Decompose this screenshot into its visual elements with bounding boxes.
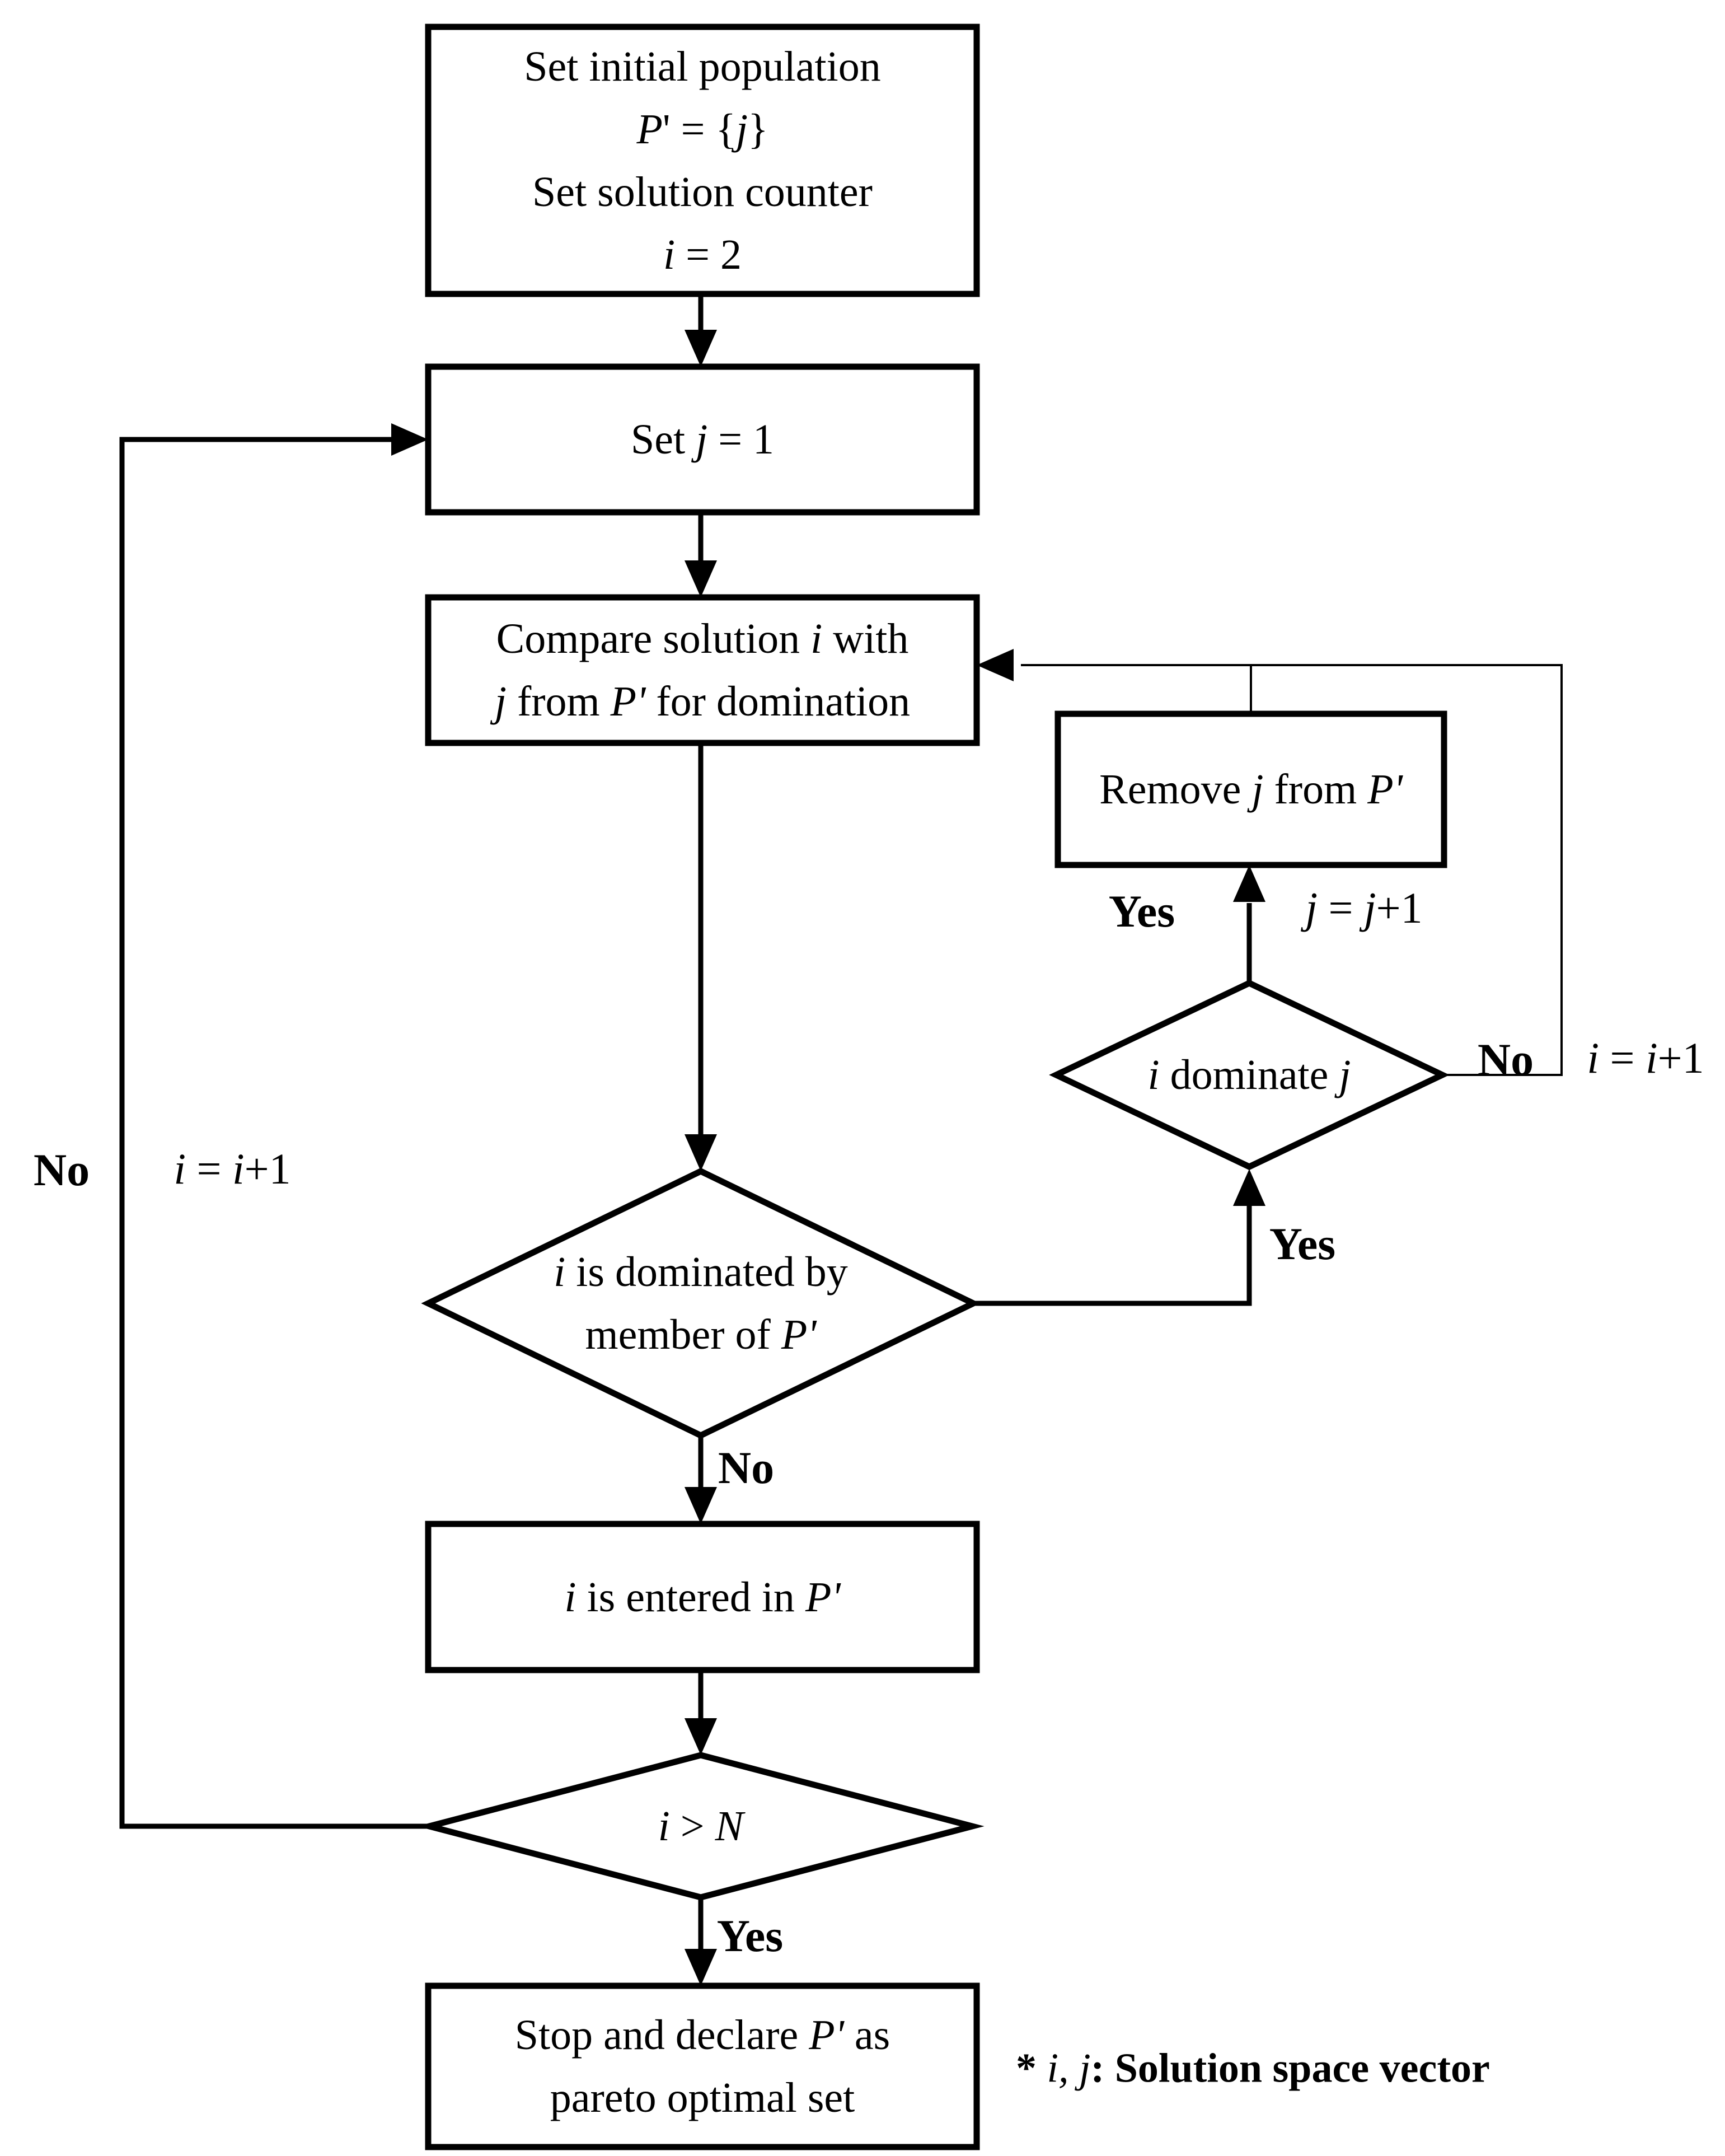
dominate-diamond-line: i dominate j [1147, 1051, 1351, 1098]
set-j-box: Set j = 1 [428, 367, 977, 512]
dominate-diamond: i dominate j [1056, 983, 1442, 1167]
dominated-diamond-line: member of P' [585, 1311, 817, 1358]
check-n-diamond: i > N [429, 1755, 972, 1897]
left-no-loop-line [119, 437, 429, 1829]
arrowhead-into-checkn [685, 1718, 717, 1755]
dominate-diamond-outline [1049, 979, 1450, 1171]
arrowhead-into-compare [685, 560, 717, 597]
no-label-dominated: No [718, 1442, 775, 1493]
stop-box-outline [425, 1982, 980, 2150]
arrowhead-into-stop [685, 1949, 717, 1986]
stop-box: Stop and declare P' as pareto optimal se… [428, 1986, 977, 2147]
yes-label-check-n: Yes [716, 1910, 784, 1961]
arrowhead-into-setj [685, 330, 717, 367]
remove-box-line: Remove j from P' [1099, 766, 1403, 813]
arrowhead-into-entered [685, 1487, 717, 1524]
compare-box: Compare solution i with j from P' for do… [428, 597, 977, 743]
i-increment-right-label: i = i+1 [1587, 1033, 1704, 1082]
arrowhead-into-setj-left [391, 423, 428, 456]
start-box-line: i = 2 [663, 231, 742, 278]
start-box-outline [425, 24, 980, 297]
start-box-line: P' = {j} [636, 105, 768, 153]
i-increment-left-label: i = i+1 [174, 1144, 291, 1193]
arrowhead-into-dominated [685, 1134, 717, 1171]
start-box-line: Set solution counter [532, 168, 873, 216]
entered-box: i is entered in P' [428, 1524, 977, 1670]
start-box-line: Set initial population [524, 43, 881, 90]
dominated-diamond: i is dominated by member of P' [428, 1171, 973, 1435]
set-j-box-outline [425, 363, 980, 516]
stop-box-line: pareto optimal set [550, 2074, 855, 2121]
arrowhead-into-remove [1233, 865, 1265, 902]
dominated-yes-elbow-line [973, 1205, 1252, 1306]
j-increment-label: j = j+1 [1305, 883, 1423, 932]
check-n-diamond-line: i > N [658, 1803, 744, 1850]
yes-label-dominated: Yes [1269, 1218, 1336, 1269]
start-box: Set initial population P' = {j} Set solu… [428, 27, 977, 294]
dominated-diamond-line: i is dominated by [554, 1248, 848, 1296]
arrowhead-into-dominate-bottom [1233, 1169, 1265, 1206]
remove-box-outline [1054, 710, 1447, 868]
entered-box-line: i is entered in P' [564, 1573, 841, 1621]
footnote: * i, j: Solution space vector [1016, 2045, 1490, 2092]
no-label-dominate: No [1477, 1034, 1534, 1085]
no-label-left-loop: No [33, 1144, 90, 1195]
compare-box-line: j from P' for domination [494, 678, 911, 725]
set-j-box-line: Set j = 1 [630, 416, 775, 463]
remove-box: Remove j from P' [1058, 714, 1444, 865]
arrowhead-into-compare-right [977, 649, 1014, 681]
compare-box-line: Compare solution i with [496, 615, 909, 662]
no-i-increment-loop-line [1021, 664, 1563, 1076]
stop-box-line: Stop and declare P' as [514, 2012, 890, 2059]
yes-label-remove: Yes [1108, 886, 1175, 937]
